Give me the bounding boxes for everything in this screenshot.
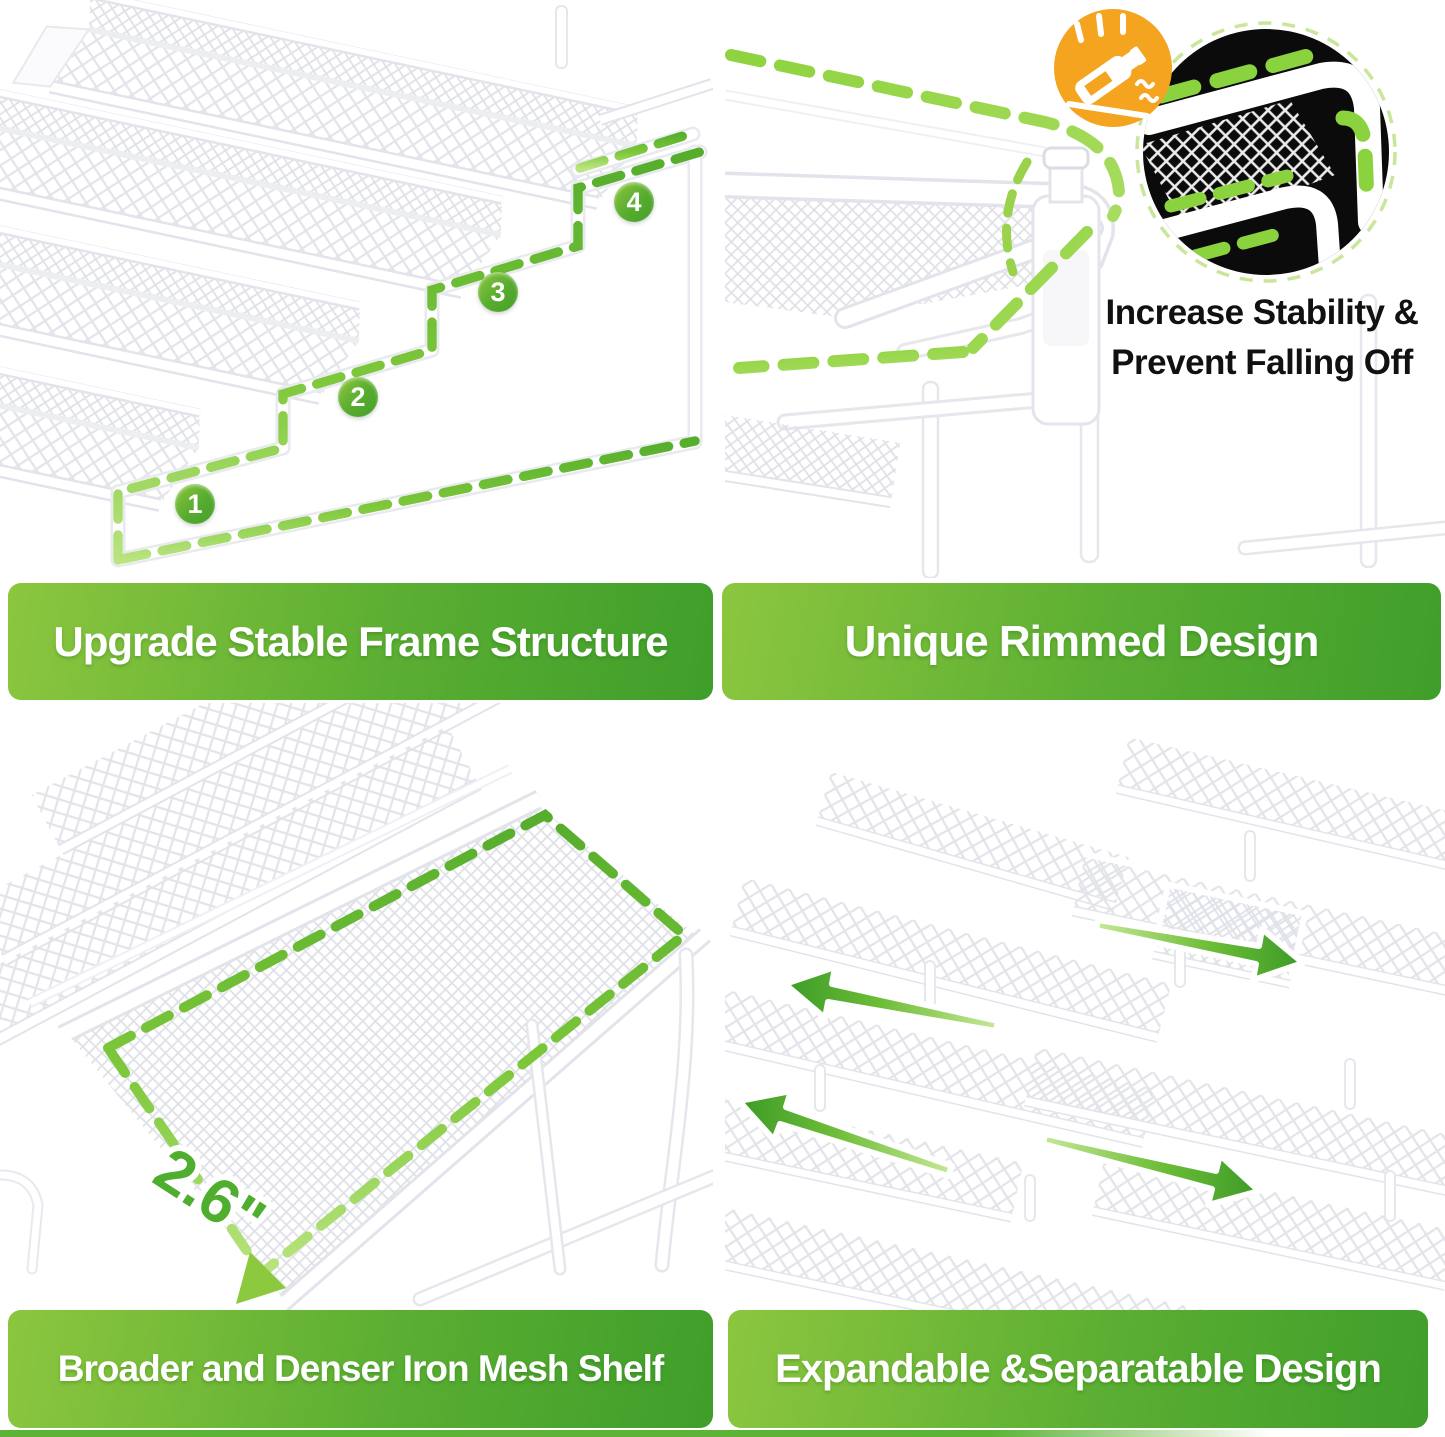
- caption-banner-rimmed-design: Unique Rimmed Design: [722, 583, 1441, 700]
- step-number: 2: [350, 381, 366, 412]
- stability-note-line1: Increase Stability &: [1105, 293, 1419, 332]
- right-rack-shelf: [1023, 1041, 1445, 1198]
- caption-banner-mesh-shelf: Broader and Denser Iron Mesh Shelf: [8, 1310, 713, 1428]
- step-number: 3: [490, 276, 506, 307]
- step-badge-3: 3: [478, 272, 518, 312]
- tier-4-tray: [11, 0, 639, 210]
- shelf-frame-legs: [0, 947, 713, 1307]
- magnifier-circle: [1135, 21, 1397, 283]
- step-badge-1: 1: [175, 484, 215, 524]
- rear-shelf: [0, 703, 520, 966]
- measure-arrow-icon: [236, 1252, 286, 1304]
- right-rack-shelf: [1091, 1156, 1445, 1291]
- expand-arrow-right: [1093, 917, 1306, 983]
- right-rack-shelf: [1115, 731, 1445, 871]
- left-rack-shelf: [815, 766, 1131, 912]
- dashed-frame-outline: [113, 128, 705, 565]
- mesh-shelf-illustration: 2.6": [0, 703, 713, 1310]
- dashed-mesh-outline: [100, 808, 692, 1304]
- tier-1-tray: [0, 292, 201, 512]
- rear-shelf: [31, 703, 558, 856]
- left-rack-shelf: [729, 871, 1173, 1043]
- caption-banner-frame-structure: Upgrade Stable Frame Structure: [8, 583, 713, 700]
- step-badge-4: 4: [614, 182, 654, 222]
- dashed-rim-outline: [725, 49, 1126, 374]
- wobble-dash-arc: [1002, 157, 1032, 277]
- left-rack-shelf: [725, 1204, 1235, 1310]
- caption-text: Expandable &Separatable Design: [775, 1346, 1382, 1391]
- frame-structure-illustration: [0, 0, 713, 568]
- stability-note-line2: Prevent Falling Off: [1111, 343, 1413, 382]
- caption-text: Upgrade Stable Frame Structure: [53, 617, 668, 665]
- next-section-strip: [0, 1430, 1270, 1437]
- expand-arrow-right: [1040, 1131, 1262, 1208]
- falling-bottle-icon: [1054, 9, 1172, 127]
- step-number: 1: [187, 488, 203, 519]
- step-badge-2: 2: [338, 377, 378, 417]
- front-mesh-shelf: [27, 764, 711, 1310]
- tier-2-tray: [0, 185, 361, 405]
- tier-3-tray: [0, 79, 503, 299]
- step-number: 4: [626, 186, 642, 217]
- spice-jar: [1031, 146, 1101, 426]
- caption-text: Broader and Denser Iron Mesh Shelf: [57, 1348, 664, 1389]
- stability-note: Increase Stability & Prevent Falling Off: [1022, 288, 1445, 388]
- expandable-illustration: [725, 731, 1445, 1310]
- caption-text: Unique Rimmed Design: [844, 616, 1320, 666]
- rimmed-design-illustration: [725, 9, 1445, 578]
- caption-banner-expandable: Expandable &Separatable Design: [728, 1310, 1428, 1428]
- expand-arrow-left: [782, 964, 1001, 1034]
- expand-arrow-left: [736, 1088, 955, 1179]
